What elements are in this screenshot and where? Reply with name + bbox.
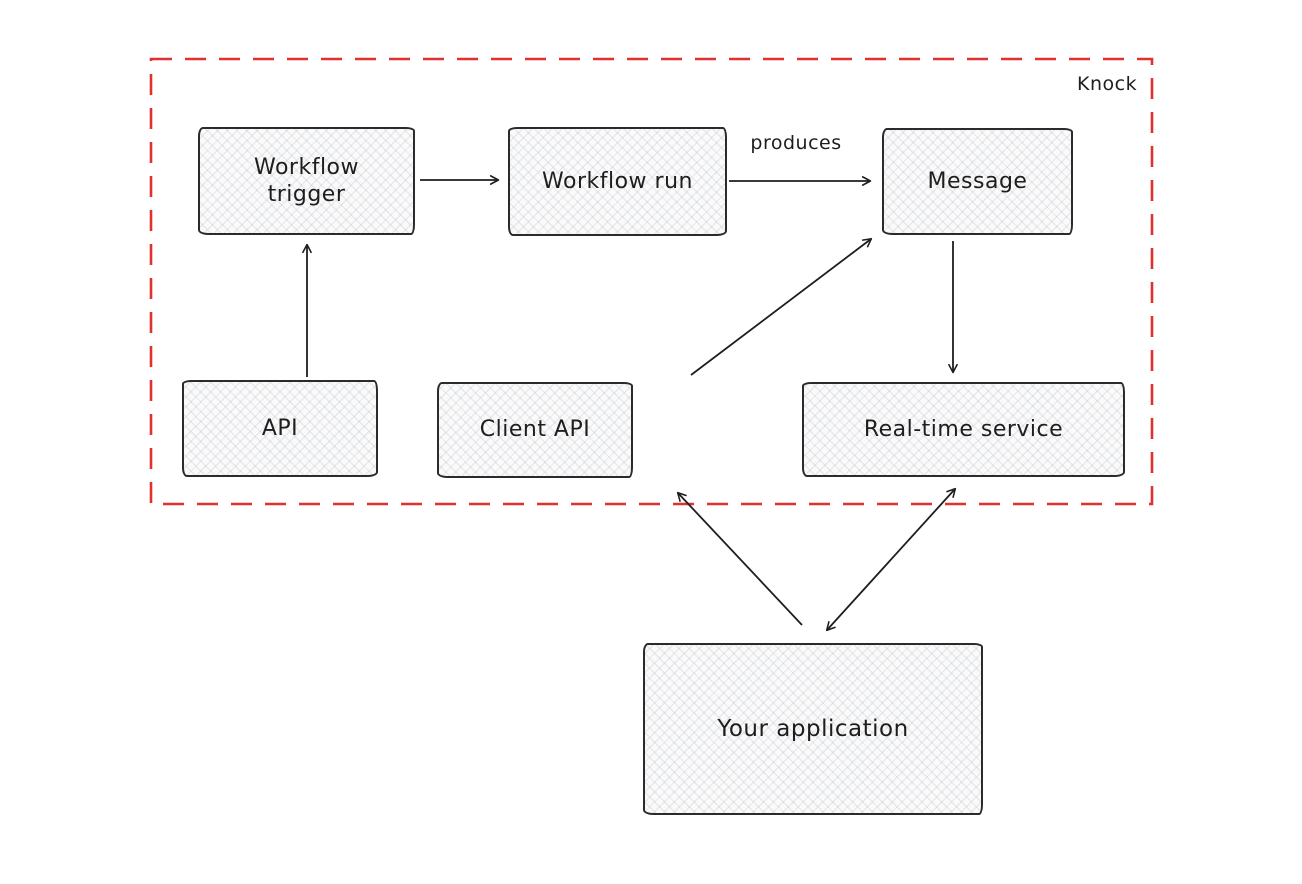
knock-group-label: Knock: [1077, 73, 1138, 95]
node-message: Message: [882, 128, 1073, 235]
node-api-label: API: [261, 415, 299, 441]
edge-your-application-to-client-api: [676, 491, 803, 626]
node-workflow-run-label: Workflow run: [542, 168, 693, 194]
node-workflow-trigger: Workflow trigger: [198, 127, 415, 235]
node-api: API: [182, 380, 378, 477]
node-message-label: Message: [927, 168, 1028, 194]
node-your-application-label: Your application: [717, 715, 909, 742]
node-workflow-trigger-label: Workflow trigger: [253, 154, 360, 208]
edge-client-api-to-message: [690, 237, 873, 376]
node-client-api-label: Client API: [479, 417, 591, 443]
node-client-api: Client API: [437, 382, 633, 478]
node-workflow-run: Workflow run: [508, 127, 727, 236]
edge-label-produces: produces: [750, 132, 842, 154]
node-realtime-service: Real-time service: [802, 382, 1125, 477]
edge-realtime-service-to-your-application: [825, 487, 957, 632]
node-your-application: Your application: [643, 643, 983, 815]
node-realtime-service-label: Real-time service: [863, 416, 1064, 442]
